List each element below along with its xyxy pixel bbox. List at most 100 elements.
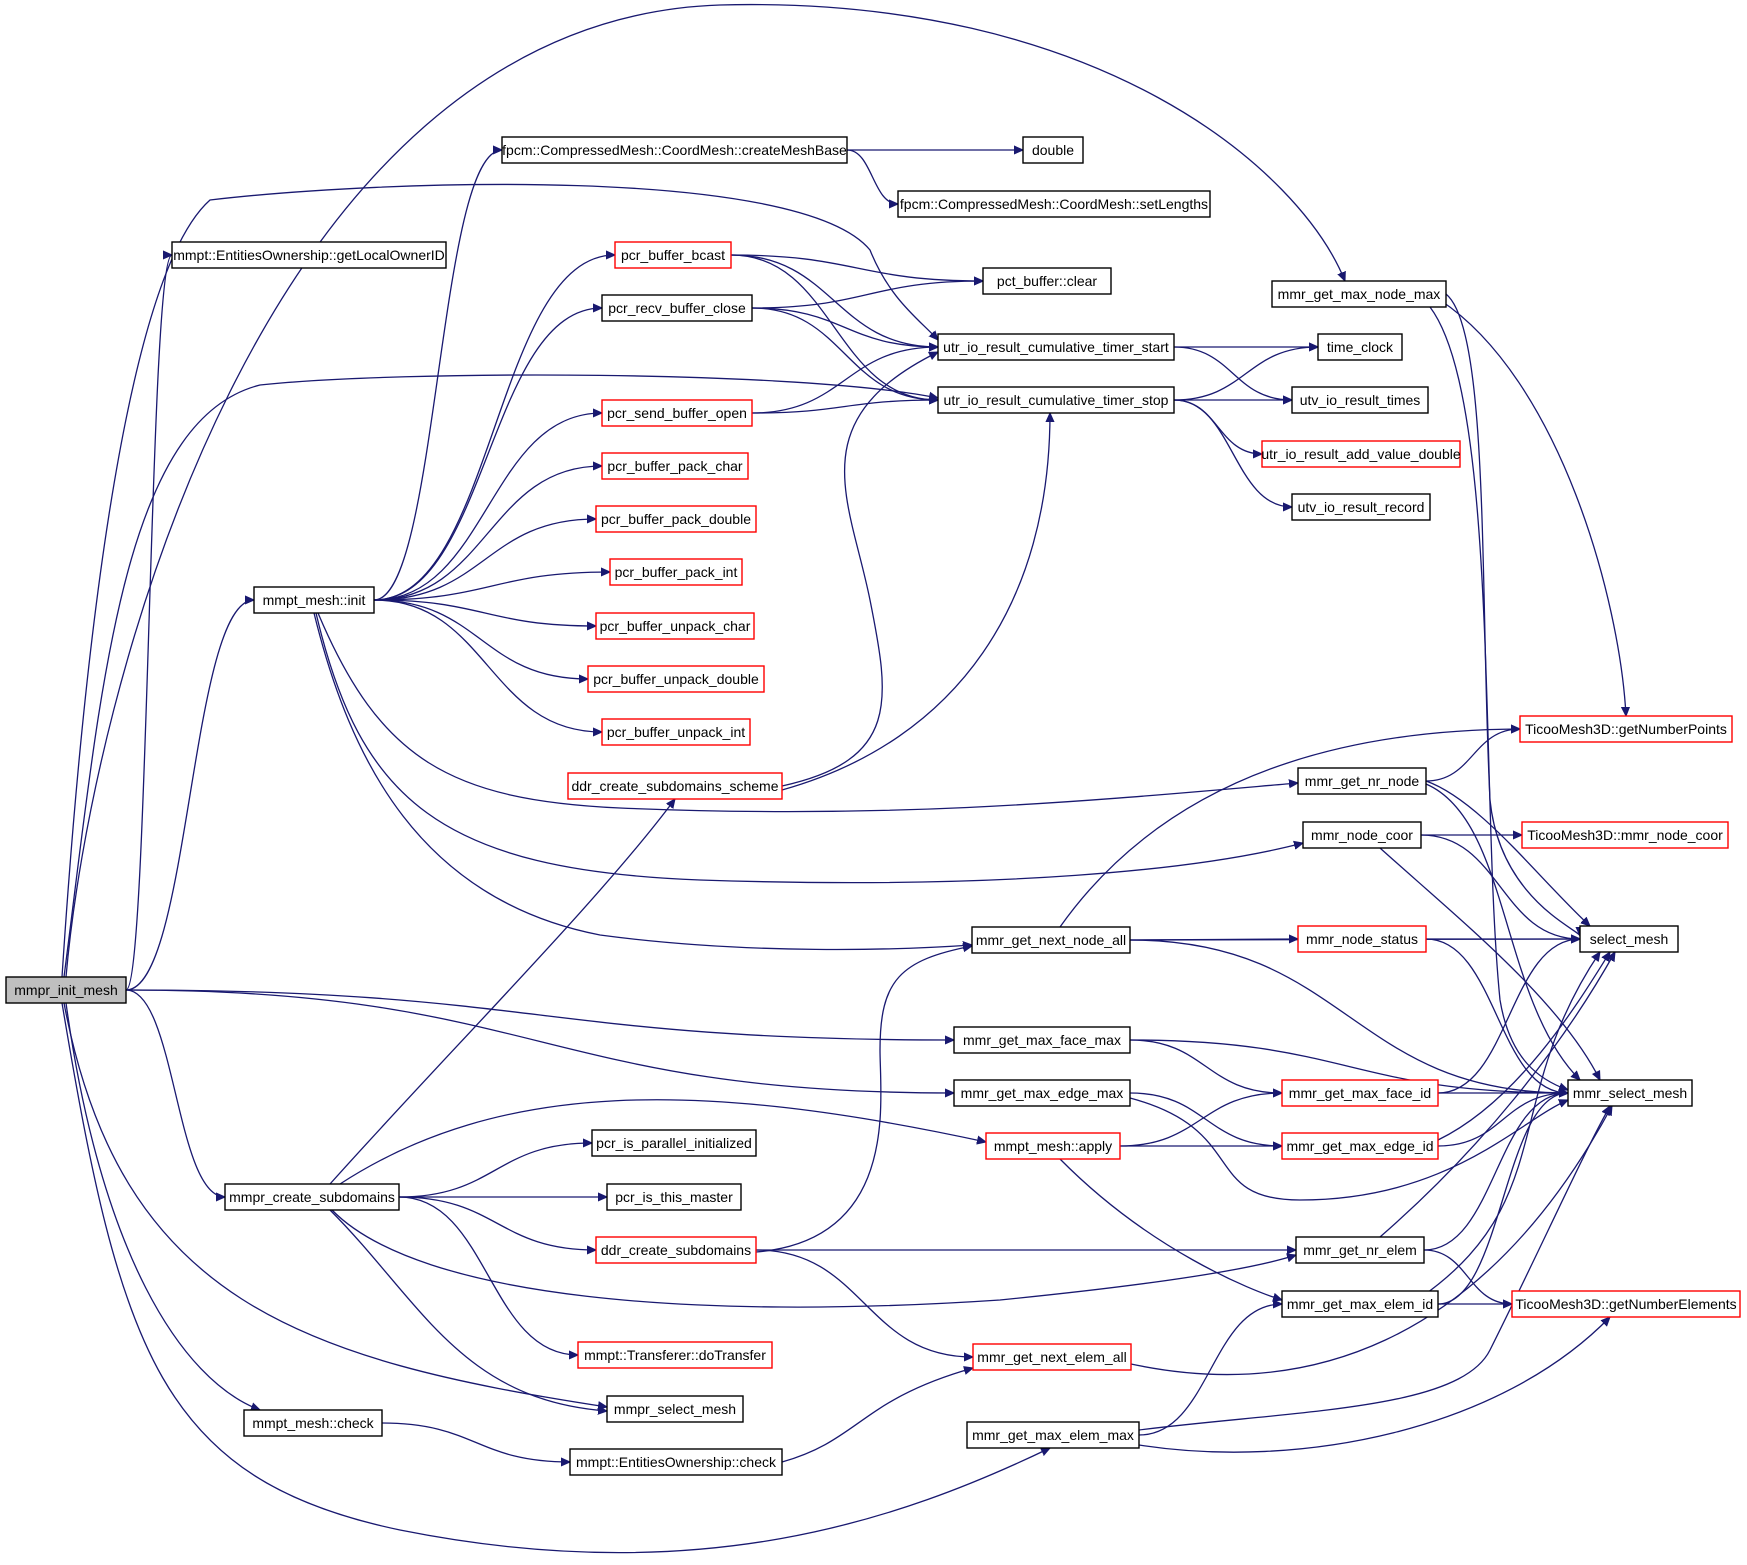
node-maxElemMax[interactable]: mmr_get_max_elem_max xyxy=(966,1421,1140,1449)
edge-init-to-unpackChar xyxy=(373,599,596,626)
node-unpackDouble[interactable]: pcr_buffer_unpack_double xyxy=(587,665,765,693)
node-label: pcr_buffer_pack_int xyxy=(615,564,738,580)
node-selectMesh[interactable]: select_mesh xyxy=(1579,925,1679,953)
node-getLocalOwnerID[interactable]: mmpt::EntitiesOwnership::getLocalOwnerID xyxy=(171,241,447,269)
node-mmrSelectMesh[interactable]: mmr_select_mesh xyxy=(1567,1079,1693,1107)
node-doTransfer[interactable]: mmpt::Transferer::doTransfer xyxy=(577,1341,773,1369)
node-maxFaceId[interactable]: mmr_get_max_face_id xyxy=(1281,1079,1439,1107)
edge-maxElemMax-to-mmrSelectMesh xyxy=(1138,1106,1610,1431)
node-label: mmr_get_max_node_max xyxy=(1278,286,1441,302)
node-nextElemAll[interactable]: mmr_get_next_elem_all xyxy=(972,1343,1132,1371)
node-timeClock[interactable]: time_clock xyxy=(1317,333,1403,361)
node-label: mmr_get_max_edge_max xyxy=(961,1085,1124,1101)
node-pctClear[interactable]: pct_buffer::clear xyxy=(982,267,1112,295)
edges-layer xyxy=(61,3,1626,1554)
node-addValueDouble[interactable]: utr_io_result_add_value_double xyxy=(1261,440,1461,468)
node-root[interactable]: mmpr_init_mesh xyxy=(5,976,127,1004)
node-box xyxy=(1291,493,1431,521)
node-maxElemId[interactable]: mmr_get_max_elem_id xyxy=(1281,1290,1439,1318)
node-label: utr_io_result_add_value_double xyxy=(1261,446,1460,462)
node-label: mmr_node_status xyxy=(1306,931,1418,947)
node-label: utr_io_result_cumulative_timer_start xyxy=(943,339,1169,355)
node-packInt[interactable]: pcr_buffer_pack_int xyxy=(609,558,743,586)
edge-maxEdgeMax-to-mmrSelectMesh xyxy=(1129,1097,1568,1201)
edge-nrElem-to-mmrSelectMesh xyxy=(1423,1093,1568,1251)
node-nrNode[interactable]: mmr_get_nr_node xyxy=(1297,767,1427,795)
node-nodeCoor[interactable]: mmr_node_coor xyxy=(1302,821,1422,849)
node-label: mmpt::Transferer::doTransfer xyxy=(584,1347,766,1363)
edge-sendOpen-to-timerStop xyxy=(751,400,938,414)
node-box xyxy=(171,241,447,269)
edge-root-to-init xyxy=(125,600,254,991)
node-createMeshBase[interactable]: fpcm::CompressedMesh::CoordMesh::createM… xyxy=(501,136,848,164)
node-packChar[interactable]: pcr_buffer_pack_char xyxy=(601,452,749,480)
node-label: mmr_select_mesh xyxy=(1573,1085,1687,1101)
node-resultTimes[interactable]: utv_io_result_times xyxy=(1291,386,1429,414)
edge-nextNodeAll-to-getNumberPoints xyxy=(1059,729,1520,928)
edge-root-to-getLocalOwnerID xyxy=(125,255,172,991)
edge-ddrScheme-to-timerStart xyxy=(781,351,938,787)
node-box xyxy=(1271,280,1447,308)
node-setLengths[interactable]: fpcm::CompressedMesh::CoordMesh::setLeng… xyxy=(897,190,1211,218)
node-bcast[interactable]: pcr_buffer_bcast xyxy=(614,241,732,269)
edge-root-to-timerStart xyxy=(61,183,938,978)
node-nextNodeAll[interactable]: mmr_get_next_node_all xyxy=(971,926,1131,954)
node-sendOpen[interactable]: pcr_send_buffer_open xyxy=(601,399,753,427)
edge-nrElem-to-selectMesh xyxy=(1379,952,1615,1238)
node-box xyxy=(5,976,127,1004)
edge-init-to-packChar xyxy=(373,466,602,601)
node-maxFaceMax[interactable]: mmr_get_max_face_max xyxy=(953,1026,1131,1054)
node-nrElem[interactable]: mmr_get_nr_elem xyxy=(1295,1236,1425,1264)
node-unpackInt[interactable]: pcr_buffer_unpack_int xyxy=(601,718,751,746)
node-recvClose[interactable]: pcr_recv_buffer_close xyxy=(601,294,753,322)
node-maxEdgeMax[interactable]: mmr_get_max_edge_max xyxy=(953,1079,1131,1107)
node-getNumberPoints[interactable]: TicooMesh3D::getNumberPoints xyxy=(1519,715,1733,743)
node-apply[interactable]: mmpt_mesh::apply xyxy=(985,1132,1121,1160)
node-createSub[interactable]: mmpr_create_subdomains xyxy=(224,1183,400,1211)
edge-nodeStatus-to-mmrSelectMesh xyxy=(1425,938,1568,1093)
edge-timerStop-to-timeClock xyxy=(1173,347,1318,401)
node-packDouble[interactable]: pcr_buffer_pack_double xyxy=(595,505,757,533)
node-ddrCreate[interactable]: ddr_create_subdomains xyxy=(595,1236,757,1264)
node-ddrScheme[interactable]: ddr_create_subdomains_scheme xyxy=(567,772,783,800)
node-box xyxy=(1579,925,1679,953)
node-eoCheck[interactable]: mmpt::EntitiesOwnership::check xyxy=(569,1448,783,1476)
edge-bcast-to-pctClear xyxy=(730,254,983,281)
node-box xyxy=(595,1236,757,1264)
node-ticooNodeCoor[interactable]: TicooMesh3D::mmr_node_coor xyxy=(1521,821,1729,849)
node-timerStart[interactable]: utr_io_result_cumulative_timer_start xyxy=(937,333,1175,361)
edge-maxElemId-to-mmrSelectMesh xyxy=(1437,1093,1568,1305)
node-double[interactable]: double xyxy=(1022,136,1084,164)
node-init[interactable]: mmpt_mesh::init xyxy=(253,586,375,614)
node-maxNodeMax[interactable]: mmr_get_max_node_max xyxy=(1271,280,1447,308)
node-check[interactable]: mmpt_mesh::check xyxy=(243,1409,383,1437)
node-label: mmr_get_max_elem_max xyxy=(972,1427,1134,1443)
edge-ddrCreate-to-nextElemAll xyxy=(755,1249,973,1357)
node-box xyxy=(501,136,848,164)
node-parInit[interactable]: pcr_is_parallel_initialized xyxy=(591,1129,757,1157)
edge-createSub-to-ddrCreate xyxy=(398,1196,596,1250)
edge-maxEdgeMax-to-maxEdgeId xyxy=(1129,1092,1282,1146)
node-getNumberElements[interactable]: TicooMesh3D::getNumberElements xyxy=(1511,1290,1741,1318)
edge-apply-to-maxFaceId xyxy=(1119,1093,1282,1147)
node-maxEdgeId[interactable]: mmr_get_max_edge_id xyxy=(1281,1132,1439,1160)
node-unpackChar[interactable]: pcr_buffer_unpack_char xyxy=(595,612,755,640)
node-label: pcr_buffer_unpack_double xyxy=(593,671,759,687)
node-label: mmr_get_max_elem_id xyxy=(1287,1296,1433,1312)
node-box xyxy=(1291,386,1429,414)
node-isMaster[interactable]: pcr_is_this_master xyxy=(606,1183,742,1211)
node-nodeStatus[interactable]: mmr_node_status xyxy=(1297,925,1427,953)
edge-init-to-nodeCoor xyxy=(315,612,1303,884)
node-timerStop[interactable]: utr_io_result_cumulative_timer_stop xyxy=(937,386,1175,414)
edge-root-to-maxEdgeMax xyxy=(125,989,954,1093)
node-label: fpcm::CompressedMesh::CoordMesh::createM… xyxy=(502,142,847,158)
node-box xyxy=(1281,1290,1439,1318)
edge-root-to-mmprSelectMesh xyxy=(63,1002,607,1407)
node-resultRecord[interactable]: utv_io_result_record xyxy=(1291,493,1431,521)
node-box xyxy=(1302,821,1422,849)
node-label: mmr_get_nr_node xyxy=(1305,773,1420,789)
node-mmprSelectMesh[interactable]: mmpr_select_mesh xyxy=(606,1395,744,1423)
edge-ddrScheme-to-timerStop xyxy=(781,413,1050,791)
node-box xyxy=(937,386,1175,414)
node-box xyxy=(606,1395,744,1423)
